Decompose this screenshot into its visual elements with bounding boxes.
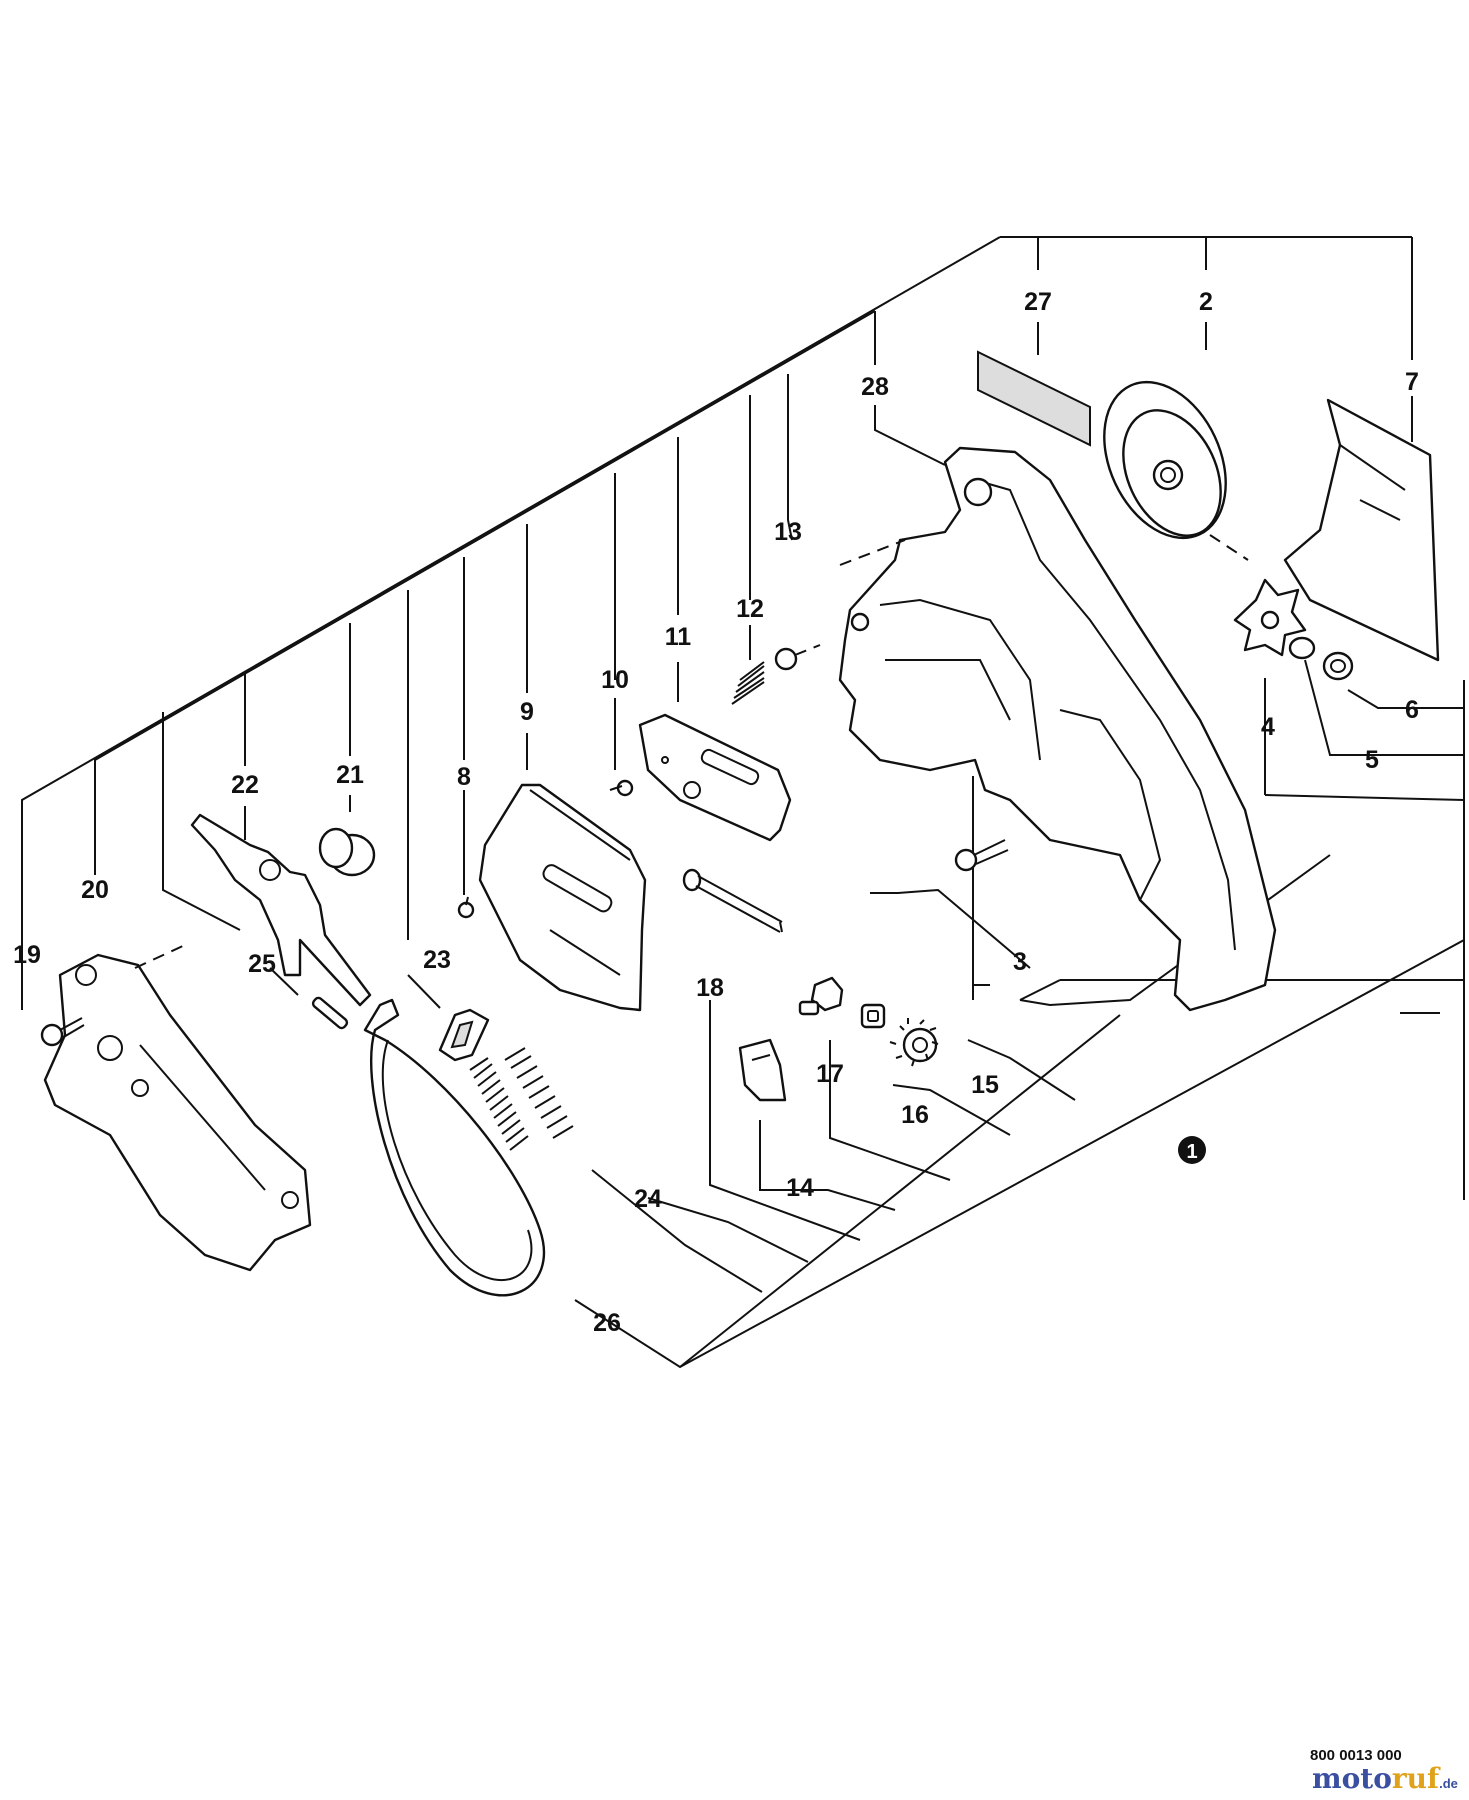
decal-part <box>977 350 1091 447</box>
o-ring-part <box>774 647 798 671</box>
callout-labels: 2 3 4 5 6 7 8 9 10 11 12 13 14 15 16 17 … <box>13 288 1419 1337</box>
callout-10: 10 <box>601 666 629 694</box>
brake-band-part <box>363 998 546 1297</box>
watermark-logo: motoruf.de <box>1312 1762 1458 1795</box>
callout-22: 22 <box>231 771 259 799</box>
callout-18: 18 <box>696 974 724 1002</box>
callout-25: 25 <box>248 950 276 978</box>
callout-19: 19 <box>13 941 41 969</box>
parts <box>40 350 1440 1297</box>
callout-11: 11 <box>665 623 692 651</box>
callout-6: 6 <box>1405 696 1419 724</box>
adjuster-pin-part <box>798 976 844 1016</box>
nut-part <box>860 1003 886 1029</box>
clutch-drum-part <box>1103 380 1227 540</box>
assembly-marker: 1 <box>1178 1136 1206 1164</box>
housing-part <box>838 446 1277 1012</box>
callout-24: 24 <box>634 1185 662 1213</box>
washer-part <box>1288 636 1316 660</box>
callout-20: 20 <box>81 876 109 904</box>
screw-part <box>954 839 1009 872</box>
callout-13: 13 <box>774 518 802 546</box>
spring-part <box>731 661 765 705</box>
callout-15: 15 <box>971 1071 999 1099</box>
callout-26: 26 <box>593 1309 621 1337</box>
callout-3: 3 <box>1013 948 1027 976</box>
drawing-number: 800 0013 000 <box>1310 1747 1402 1764</box>
screw-part <box>40 1017 85 1047</box>
chain-cover-part <box>43 953 312 1272</box>
oil-plate-part <box>638 713 792 842</box>
callout-14: 14 <box>786 1174 814 1202</box>
star-knob-part <box>1233 578 1307 657</box>
washer-part <box>1322 651 1354 681</box>
callout-23: 23 <box>423 946 451 974</box>
brake-spring-part <box>469 1047 574 1151</box>
collar-part <box>318 827 376 877</box>
callout-8: 8 <box>457 763 471 791</box>
screw-part <box>457 896 475 919</box>
gear-part <box>889 1018 939 1067</box>
callout-4: 4 <box>1261 713 1275 741</box>
callout-12: 12 <box>736 595 764 623</box>
callout-9: 9 <box>520 698 534 726</box>
screw-part <box>609 779 634 797</box>
callout-2: 2 <box>1199 288 1213 316</box>
clip-part <box>738 1038 787 1102</box>
callout-27: 27 <box>1024 288 1052 316</box>
callout-21: 21 <box>336 761 364 789</box>
callout-5: 5 <box>1365 746 1379 774</box>
guide-plate-part <box>478 783 647 1012</box>
block-part <box>438 1008 490 1062</box>
cover-plate-part <box>1283 398 1440 662</box>
svg-text:1: 1 <box>1186 1141 1197 1163</box>
callout-17: 17 <box>816 1060 844 1088</box>
pin-part <box>311 996 349 1030</box>
callout-28: 28 <box>861 373 889 401</box>
callout-16: 16 <box>901 1101 929 1129</box>
lever-part <box>190 813 372 1007</box>
adjust-screw-part <box>682 868 783 933</box>
callout-7: 7 <box>1405 368 1419 396</box>
